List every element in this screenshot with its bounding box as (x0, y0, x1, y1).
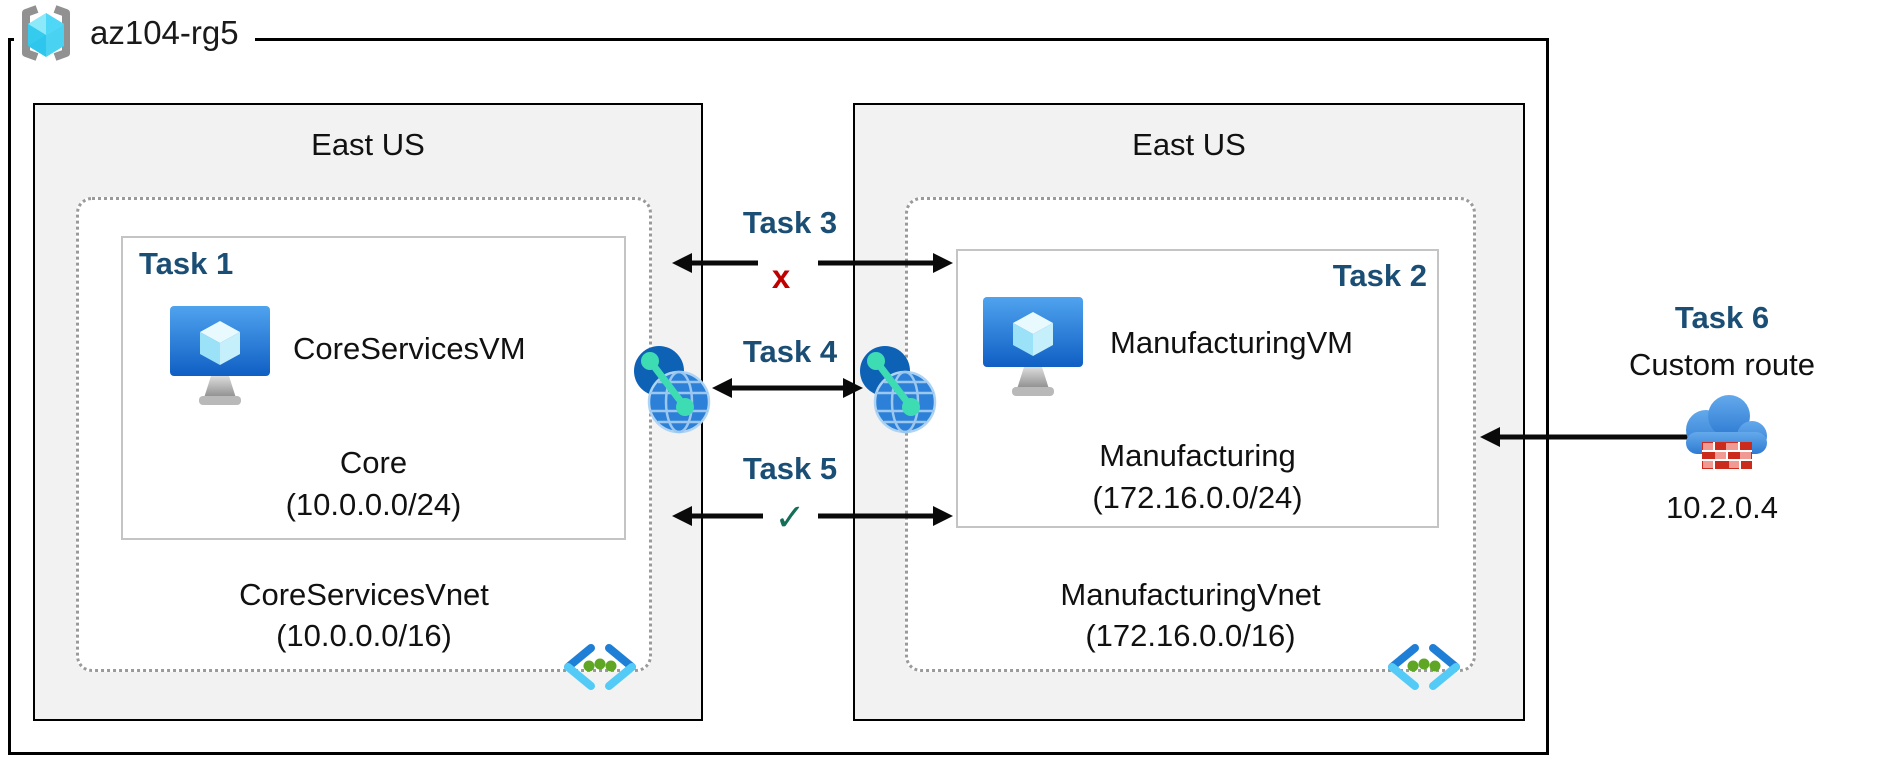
subnet-caption: Manufacturing (172.16.0.0/24) (958, 435, 1437, 519)
task-3-label: Task 3 (742, 205, 838, 240)
resource-group-icon (22, 5, 70, 61)
subnet-caption: Core (10.0.0.0/24) (123, 442, 624, 526)
vnet-label: CoreServicesVnet (10.0.0.0/16) (79, 574, 649, 656)
virtual-machine-icon (983, 297, 1083, 399)
task-6-label: Task 6 (1674, 300, 1770, 335)
vnet-peering-icon (855, 344, 939, 436)
vnet-name: CoreServicesVnet (239, 577, 489, 612)
vnet-cidr: (172.16.0.0/16) (1085, 618, 1296, 653)
subnet-name: Manufacturing (1099, 438, 1296, 473)
subnet-cidr: (172.16.0.0/24) (1092, 480, 1303, 515)
task-4-label: Task 4 (742, 334, 838, 369)
vm-name: ManufacturingVM (1110, 325, 1353, 360)
resource-group-name: az104-rg5 (90, 14, 239, 51)
subnet-cidr: (10.0.0.0/24) (285, 487, 462, 522)
task-1-label: Task 1 (139, 246, 234, 281)
vnet-cidr: (10.0.0.0/16) (276, 618, 452, 653)
resource-group-header: az104-rg5 (14, 2, 255, 64)
subnet-name: Core (339, 445, 408, 480)
custom-route-ip: 10.2.0.4 (1665, 490, 1779, 525)
subnet-core-box: Task 1 (121, 236, 626, 540)
vnet-name: ManufacturingVnet (1060, 577, 1321, 612)
subnet-manufacturing-box: Task 2 (956, 249, 1439, 528)
task-2-label: Task 2 (1332, 258, 1427, 293)
virtual-network-icon (1387, 644, 1461, 690)
virtual-network-icon (563, 644, 637, 690)
vnet-manufacturing: ManufacturingVnet (172.16.0.0/16) Task 2 (905, 197, 1476, 690)
cloud-firewall-icon (1676, 390, 1772, 476)
task-3-blocked-mark: x (771, 258, 791, 295)
vnet-peering-icon (629, 344, 713, 436)
task-5-label: Task 5 (742, 451, 838, 486)
vnet-label: ManufacturingVnet (172.16.0.0/16) (908, 574, 1473, 656)
region-title: East US (311, 127, 425, 162)
vnet-coreservices: CoreServicesVnet (10.0.0.0/16) Task 1 (76, 197, 652, 690)
region-title: East US (1132, 127, 1246, 162)
task-5-allowed-mark: ✓ (774, 497, 806, 538)
custom-route-label: Custom route (1628, 347, 1816, 382)
vm-name: CoreServicesVM (293, 331, 526, 366)
virtual-machine-icon (170, 306, 270, 408)
